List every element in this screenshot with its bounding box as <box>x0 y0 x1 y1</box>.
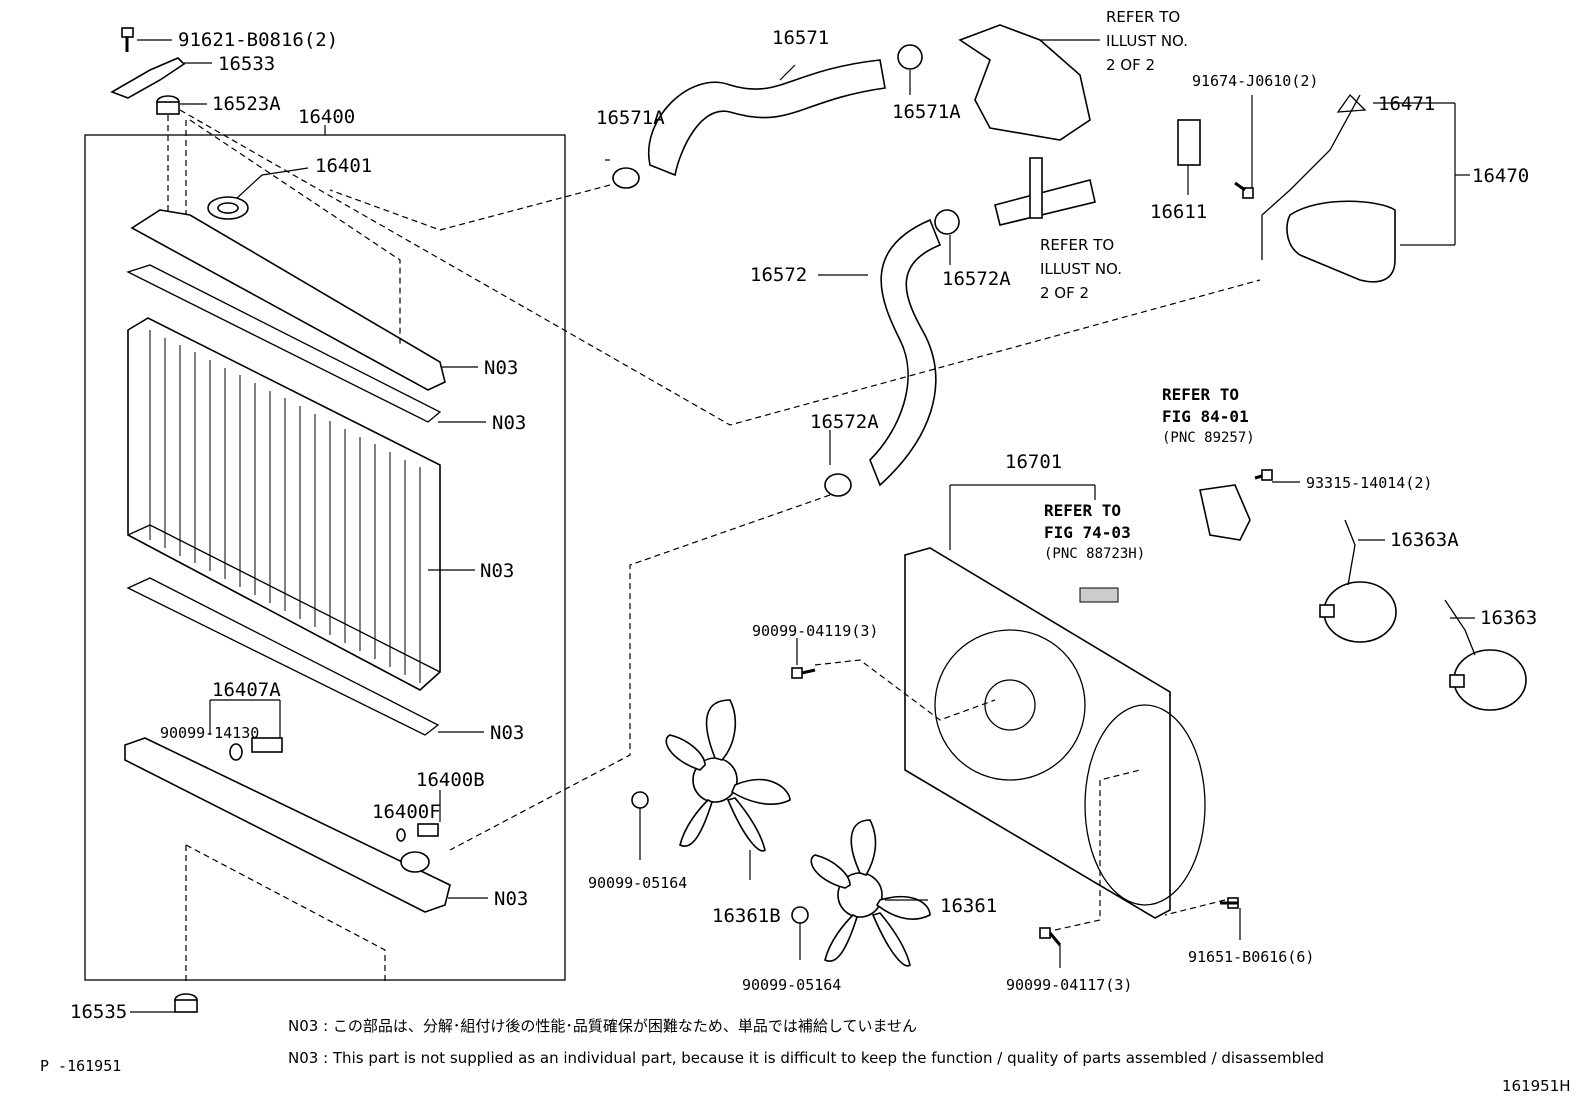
label-plate-icon <box>1079 587 1119 603</box>
upper-tank-icon <box>130 209 446 391</box>
ref-illust-mid: REFER TO ILLUST NO. 2 OF 2 <box>1040 236 1122 302</box>
fan-blade-16361-icon <box>810 819 931 967</box>
label-16400: 16400 <box>298 106 355 128</box>
reservoir-tank-16470-icon <box>1286 200 1396 283</box>
svg-text:REFER TO: REFER TO <box>1044 501 1121 520</box>
label-16363A: 16363A <box>1390 529 1459 551</box>
water-outlet-icon <box>958 24 1091 141</box>
pipe-bracket-icon <box>1029 157 1043 219</box>
page-code: P -161951 <box>40 1057 121 1075</box>
label-n03-1: N03 <box>484 357 518 379</box>
label-16523A: 16523A <box>212 93 281 115</box>
label-16571A-left: 16571A <box>596 107 665 129</box>
svg-text:FIG 74-03: FIG 74-03 <box>1044 523 1131 542</box>
svg-text:2 OF 2: 2 OF 2 <box>1106 56 1155 74</box>
label-16611: 16611 <box>1150 201 1207 223</box>
nut-90099-05164-b-icon <box>791 906 809 924</box>
nut-90099-05164-a-icon <box>631 791 649 809</box>
svg-text:ILLUST NO.: ILLUST NO. <box>1106 32 1188 50</box>
bracket-16611-icon <box>1177 119 1201 166</box>
drain-cock-16400B-icon <box>396 823 439 842</box>
label-16701: 16701 <box>1005 451 1062 473</box>
drain-plug-16407A-icon <box>229 737 283 761</box>
label-16572A-top: 16572A <box>942 268 1011 290</box>
label-16400F: 16400F <box>372 801 441 823</box>
radiator-core-icon <box>127 317 441 691</box>
label-16361B: 16361B <box>712 905 781 927</box>
svg-text:(PNC 88723H): (PNC 88723H) <box>1044 546 1145 562</box>
radiator-cap-16401-icon <box>207 196 249 220</box>
water-inlet-pipe-icon <box>994 179 1096 226</box>
label-16471: 16471 <box>1378 93 1435 115</box>
figure-id: 161951H <box>1502 1077 1571 1095</box>
svg-text:ILLUST NO.: ILLUST NO. <box>1040 260 1122 278</box>
screw-90099-04119-icon <box>791 667 816 679</box>
bolt-91621-icon <box>121 27 134 52</box>
lower-hose-16572-icon <box>869 218 942 487</box>
ref-illust-top: REFER TO ILLUST NO. 2 OF 2 <box>1106 8 1188 74</box>
label-91674: 91674-J0610(2) <box>1192 72 1318 90</box>
fan-motor-16363-icon <box>1449 649 1527 711</box>
cushion-16535-icon <box>174 993 198 1013</box>
bolt-93315-icon <box>1254 469 1273 481</box>
fan-opening-right-icon <box>1084 704 1206 906</box>
svg-text:(PNC 89257): (PNC 89257) <box>1162 430 1255 446</box>
label-16572: 16572 <box>750 264 807 286</box>
label-16571: 16571 <box>772 27 829 49</box>
svg-text:2 OF 2: 2 OF 2 <box>1040 284 1089 302</box>
label-n03-4: N03 <box>490 722 524 744</box>
gasket-upper-icon <box>126 264 442 423</box>
svg-text:REFER TO: REFER TO <box>1040 236 1114 254</box>
fan-shroud-16701-icon <box>904 547 1171 919</box>
label-16535: 16535 <box>70 1001 127 1023</box>
note-japanese: N03 : この部品は、分解･組付け後の性能･品質確保が困難なため、単品では補給… <box>288 1017 917 1035</box>
label-n03-3: N03 <box>480 560 514 582</box>
connector-89257-icon <box>1199 484 1251 541</box>
label-90099-05164-b: 90099-05164 <box>742 976 841 994</box>
bolt-91674-icon <box>1234 181 1254 199</box>
label-n03-5: N03 <box>494 888 528 910</box>
label-n03-2: N03 <box>492 412 526 434</box>
svg-text:FIG 84-01: FIG 84-01 <box>1162 407 1249 426</box>
label-90099-04117: 90099-04117(3) <box>1006 976 1132 994</box>
label-16363: 16363 <box>1480 607 1537 629</box>
note-english: N03 : This part is not supplied as an in… <box>288 1049 1324 1067</box>
lower-tank-icon <box>124 737 451 913</box>
label-16361: 16361 <box>940 895 997 917</box>
ref-fig84: REFER TO FIG 84-01 (PNC 89257) <box>1162 385 1255 446</box>
hose-clamp-16571A-right-icon <box>897 44 923 70</box>
label-90099-04119: 90099-04119(3) <box>752 622 878 640</box>
upper-hose-16571-icon <box>647 59 886 177</box>
label-16571A-right: 16571A <box>892 101 961 123</box>
hose-clamp-16572A-bottom-icon <box>824 473 852 497</box>
fan-blade-16361B-icon <box>665 699 791 852</box>
gasket-lower-icon <box>126 577 440 736</box>
hose-clamp-16571A-left-icon <box>612 167 640 189</box>
label-16470: 16470 <box>1472 165 1529 187</box>
label-90099-14130: 90099-14130 <box>160 724 259 742</box>
fan-opening-left-icon <box>934 629 1086 781</box>
label-16533: 16533 <box>218 53 275 75</box>
cushion-16523A-icon <box>156 95 180 115</box>
ref-fig74: REFER TO FIG 74-03 (PNC 88723H) <box>1044 501 1145 562</box>
label-91621: 91621-B0816(2) <box>178 29 338 51</box>
label-91651: 91651-B0616(6) <box>1188 948 1314 966</box>
bracket-16533-icon <box>110 57 186 99</box>
label-16407A: 16407A <box>212 679 281 701</box>
label-16400B: 16400B <box>416 769 485 791</box>
svg-text:REFER TO: REFER TO <box>1106 8 1180 26</box>
screw-90099-04117-icon <box>1039 927 1062 946</box>
svg-text:REFER TO: REFER TO <box>1162 385 1239 404</box>
label-16572A-bottom: 16572A <box>810 411 879 433</box>
label-93315: 93315-14014(2) <box>1306 474 1432 492</box>
label-16401: 16401 <box>315 155 372 177</box>
hose-clamp-16572A-top-icon <box>934 209 960 235</box>
fan-motor-16363A-icon <box>1319 581 1397 643</box>
lower-outlet-icon <box>400 851 430 873</box>
bolt-91651-icon <box>1220 897 1239 909</box>
reservoir-hose-16471-icon <box>1261 94 1361 260</box>
label-90099-05164-a: 90099-05164 <box>588 874 687 892</box>
